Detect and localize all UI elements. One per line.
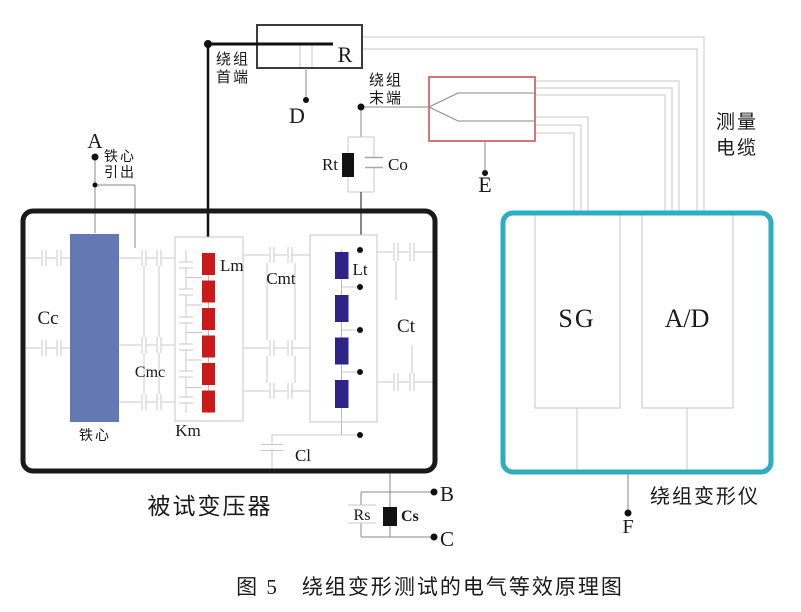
transformer-title: 被试变压器 xyxy=(148,494,273,519)
connector-fork-lower xyxy=(428,106,535,122)
winding-end-branch xyxy=(342,106,429,250)
cc-capacitor-ladder xyxy=(26,250,70,356)
winding-head-label-line2: 首端 xyxy=(216,69,250,86)
terminal-b-label: B xyxy=(440,482,454,506)
terminal-d-label: D xyxy=(289,103,305,128)
lt-inductor-blocks xyxy=(335,252,349,408)
analyzer-box xyxy=(500,210,774,475)
core-lead-wires xyxy=(94,160,136,248)
terminal-e-label: E xyxy=(478,172,491,197)
terminal-f-node xyxy=(624,509,632,517)
node-dots xyxy=(91,40,632,541)
cl-capacitor-branch xyxy=(261,434,360,469)
rs-label: Rs xyxy=(354,507,371,524)
transformer-box xyxy=(20,208,438,474)
core-bar-label: 铁心 xyxy=(79,428,111,444)
analyzer-title: 绕组变形仪 xyxy=(650,485,760,508)
lt-label: Lt xyxy=(352,260,367,279)
rt-co-network xyxy=(342,136,383,193)
labels: A 铁心 引出 绕组 首端 R D 绕组 末端 Rt Co E 测量 电缆 Cc… xyxy=(37,42,760,599)
winding-head-node xyxy=(204,40,212,48)
cl-label: Cl xyxy=(295,446,311,465)
terminal-c-node xyxy=(430,533,438,541)
cs-label: Cs xyxy=(401,508,419,525)
km-capacitor-rail xyxy=(179,250,202,413)
lt-winding-column xyxy=(309,234,378,435)
rs-cs-network xyxy=(348,471,432,538)
lm-winding-column xyxy=(174,236,244,422)
core-lead-junction xyxy=(92,182,98,188)
terminal-f-label: F xyxy=(622,516,633,538)
analyzer-internals xyxy=(534,214,734,510)
lm-label: Lm xyxy=(220,256,244,275)
cable-label-line2: 电缆 xyxy=(716,137,758,159)
ad-label: A/D xyxy=(665,304,710,333)
terminal-c-label: C xyxy=(440,527,454,551)
terminal-a-label: A xyxy=(87,129,103,153)
r-label: R xyxy=(338,42,353,67)
iron-core-bar xyxy=(70,234,119,422)
rt-resistor-body xyxy=(342,153,354,177)
connector-fork-upper xyxy=(428,92,535,108)
cable-connector-box xyxy=(428,76,536,170)
winding-end-label-line2: 末端 xyxy=(369,90,403,107)
core-lead-label-line2: 引出 xyxy=(104,165,136,181)
terminal-d-node xyxy=(303,97,309,103)
cs-capacitor-body xyxy=(383,507,397,526)
cmt-capacitor-ladder xyxy=(243,247,310,399)
measurement-cable-lines xyxy=(362,36,705,213)
figure-caption: 图 5 绕组变形测试的电气等效原理图 xyxy=(236,575,624,599)
rt-label: Rt xyxy=(322,155,338,174)
transformer-interior xyxy=(26,234,433,469)
km-label: Km xyxy=(175,421,201,440)
ct-label: Ct xyxy=(397,316,416,337)
sg-block xyxy=(534,214,621,409)
sg-label: SG xyxy=(558,304,595,333)
co-label: Co xyxy=(388,155,408,174)
winding-end-node xyxy=(357,103,365,111)
winding-end-label-line1: 绕组 xyxy=(369,72,403,89)
terminal-b-node xyxy=(430,488,438,496)
lm-inductor-blocks xyxy=(202,253,215,413)
cable-label-line1: 测量 xyxy=(716,111,758,133)
injection-resistor-box xyxy=(206,24,363,253)
ct-capacitor-ladder xyxy=(377,243,433,391)
cmt-label: Cmt xyxy=(266,269,296,288)
winding-head-label-line1: 绕组 xyxy=(216,51,250,68)
cmc-label: Cmc xyxy=(135,364,165,381)
ad-block xyxy=(641,214,734,409)
terminal-a-node xyxy=(91,153,99,161)
cmc-capacitor-ladder xyxy=(119,250,175,410)
terminal-e-node xyxy=(482,170,488,176)
cc-label: Cc xyxy=(37,308,58,329)
core-lead-label-line1: 铁心 xyxy=(104,149,136,165)
